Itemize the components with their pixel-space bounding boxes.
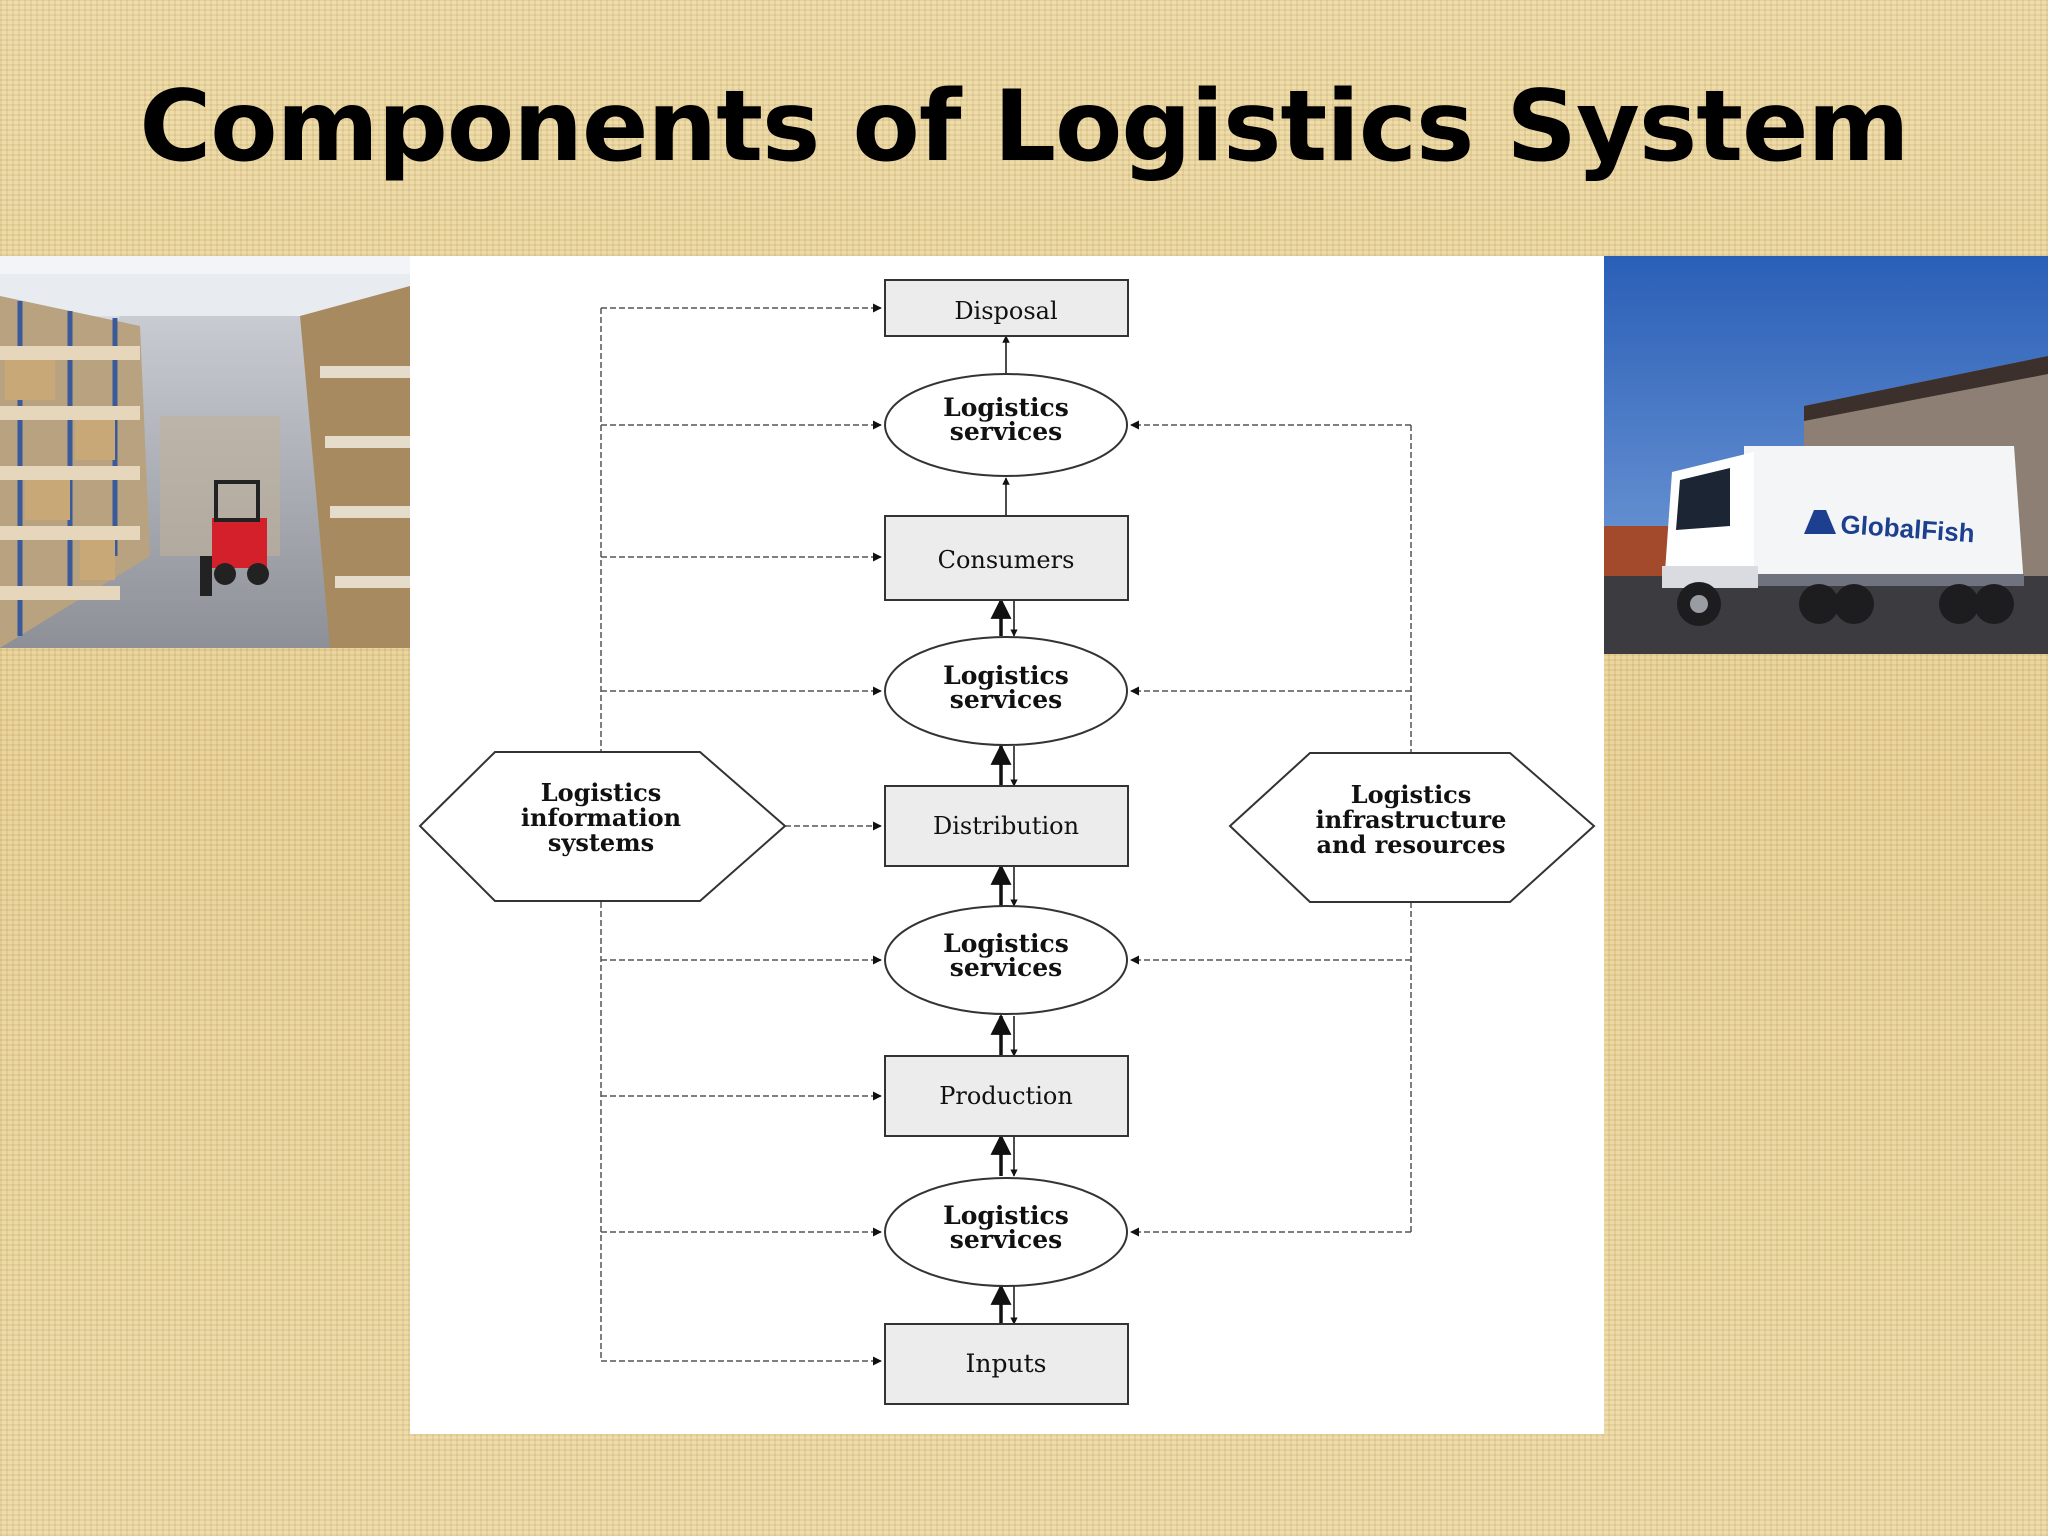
consumers-box — [884, 515, 1129, 601]
services-lower-line1: Logistics — [943, 929, 1069, 958]
truck-photo: GlobalFish — [1604, 256, 2048, 654]
infrastructure-line1: Logistics — [1351, 780, 1472, 809]
slide-title: Components of Logistics System — [139, 70, 1909, 184]
distribution-box — [884, 785, 1129, 867]
info-systems-line1: Logistics — [541, 778, 662, 807]
services-lower-line2: services — [950, 953, 1062, 982]
disposal-box — [884, 279, 1129, 337]
warehouse-photo — [0, 256, 410, 648]
main-flow-connectors — [990, 335, 1018, 1325]
info-systems-line2: information — [521, 803, 681, 832]
inputs-box — [884, 1323, 1129, 1405]
logistics-services-ellipse-1 — [884, 373, 1128, 477]
inputs-label: Inputs — [966, 1349, 1047, 1378]
production-label: Production — [939, 1082, 1073, 1110]
info-systems-hexagon — [418, 751, 787, 902]
services-bottom-line1: Logistics — [943, 1201, 1069, 1230]
production-box — [884, 1055, 1129, 1137]
services-top-line1: Logistics — [943, 393, 1069, 422]
infrastructure-line2: infrastructure — [1316, 805, 1507, 834]
logistics-services-ellipse-4 — [884, 1177, 1128, 1287]
logistics-services-ellipse-3 — [884, 905, 1128, 1015]
distribution-label: Distribution — [933, 812, 1079, 840]
services-upper-line1: Logistics — [943, 661, 1069, 690]
consumers-label: Consumers — [938, 546, 1075, 574]
infrastructure-flow-lines — [1130, 420, 1412, 1237]
services-upper-line2: services — [950, 685, 1062, 714]
info-systems-line3: systems — [548, 828, 654, 857]
logistics-services-ellipse-2 — [884, 636, 1128, 746]
services-bottom-line2: services — [950, 1225, 1062, 1254]
infrastructure-hexagon — [1228, 752, 1596, 903]
infrastructure-line3: and resources — [1316, 830, 1505, 859]
logistics-diagram: Disposal Logistics services Consumers Lo… — [410, 256, 1604, 1434]
services-top-line2: services — [950, 417, 1062, 446]
disposal-label: Disposal — [954, 297, 1057, 325]
